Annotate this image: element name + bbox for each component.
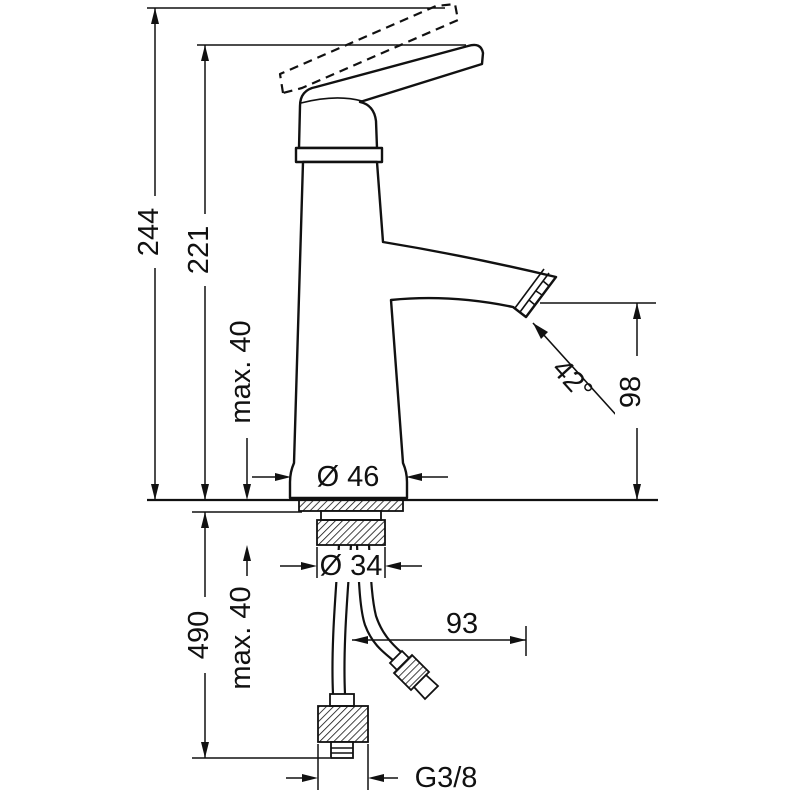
arrow-hole-dia-right <box>385 562 401 570</box>
dim-label-hose-reach: 93 <box>446 608 478 640</box>
arrow-overall-top <box>151 8 159 24</box>
arrow-lever-top <box>201 45 209 61</box>
dim-label-hole-diameter: Ø 34 <box>320 550 383 582</box>
aerator-tick-2 <box>535 290 543 296</box>
bg-hose-length <box>183 597 215 673</box>
collar-ring <box>294 146 384 164</box>
arrow-thread-left <box>302 774 318 782</box>
dim-label-lever-height: 221 <box>183 226 215 274</box>
raised-lever-outline <box>278 2 460 95</box>
arrow-spout-height-bottom <box>633 484 641 500</box>
dimension-arrowheads <box>151 8 641 782</box>
dimension-label-backgrounds <box>133 196 647 700</box>
body-and-spout <box>288 160 558 500</box>
arrow-hose-length-top <box>201 512 209 528</box>
angled-fitting-tip <box>412 673 440 701</box>
arrow-hose-length-bottom <box>201 742 209 758</box>
arrow-lever-bottom <box>201 484 209 500</box>
aerator-tick-1 <box>528 299 536 306</box>
bg-max-bottom <box>225 576 257 700</box>
bg-spout-height <box>615 356 647 428</box>
dim-label-max-mounting-bottom: max. 40 <box>225 586 257 689</box>
dim-label-spray-angle: 42° <box>545 353 598 407</box>
fitting-neck <box>329 693 355 707</box>
bg-lever-height <box>183 214 215 286</box>
dim-label-max-mounting-top: max. 40 <box>225 320 257 423</box>
arrow-hole-dia-left <box>301 562 317 570</box>
angled-fitting-nut <box>392 653 431 692</box>
fitting-nut <box>317 705 369 743</box>
hose-fitting-straight <box>317 693 369 759</box>
arrow-overall-bottom <box>151 484 159 500</box>
mounting-hardware <box>298 499 404 546</box>
dome-seam <box>300 97 363 104</box>
base-washer <box>298 499 404 512</box>
dim-label-overall-height: 244 <box>133 208 165 256</box>
aerator-tick-3 <box>542 280 550 287</box>
jet-arrowhead <box>533 323 548 339</box>
faucet-body <box>288 43 558 500</box>
shank-collar <box>320 510 382 521</box>
dim-label-connection-thread: G3/8 <box>415 762 478 794</box>
arrow-hose-reach-left <box>352 636 368 644</box>
fitting-tail <box>330 741 354 759</box>
bg-hole-dia <box>318 550 384 582</box>
arrow-thread-right <box>368 774 384 782</box>
mounting-nut <box>316 519 386 546</box>
aerator-line-2 <box>514 268 545 309</box>
dim-label-base-diameter: Ø 46 <box>317 461 380 493</box>
dim-label-hose-length: 490 <box>183 611 215 659</box>
arrow-spout-height-top <box>633 303 641 319</box>
lever-and-dome <box>297 43 485 150</box>
arrow-base-dia-right <box>406 473 422 481</box>
hose-fitting-angled <box>388 649 440 701</box>
jet-direction-line <box>532 322 619 418</box>
bg-overall-height <box>133 196 165 268</box>
arrow-base-dia-left <box>275 473 291 481</box>
aerator <box>514 268 550 313</box>
arrow-hose-reach-right <box>510 636 526 644</box>
bg-max-top <box>225 310 257 434</box>
dim-label-spout-height: 98 <box>615 376 647 408</box>
aerator-line-1 <box>519 272 550 313</box>
arrow-max-top <box>243 484 251 500</box>
arrow-max-bottom <box>243 545 251 561</box>
jet-angle-annotation <box>532 322 619 418</box>
lever-raised-dashed <box>278 2 460 95</box>
